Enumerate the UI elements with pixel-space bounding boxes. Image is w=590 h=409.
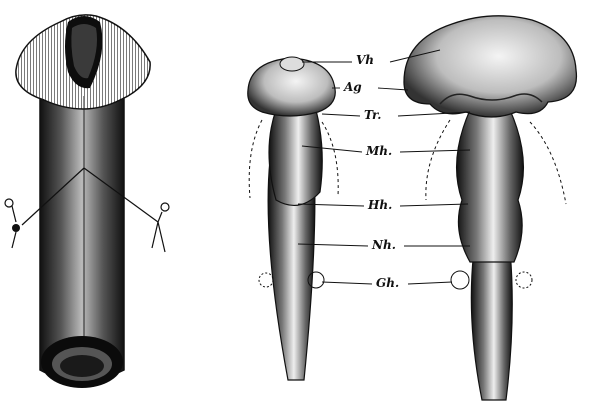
- label-mh: Mh.: [366, 145, 392, 157]
- label-vh: Vh: [356, 54, 374, 66]
- label-nh: Nh.: [372, 239, 396, 251]
- label-hh: Hh.: [368, 199, 392, 211]
- developed-brain-drawing: [404, 16, 576, 400]
- label-gh: Gh.: [376, 277, 399, 289]
- label-ag: Ag: [344, 81, 362, 93]
- early-brain-drawing: [248, 57, 338, 380]
- label-tr: Tr.: [364, 109, 381, 121]
- neural-tube-drawing: [5, 15, 169, 388]
